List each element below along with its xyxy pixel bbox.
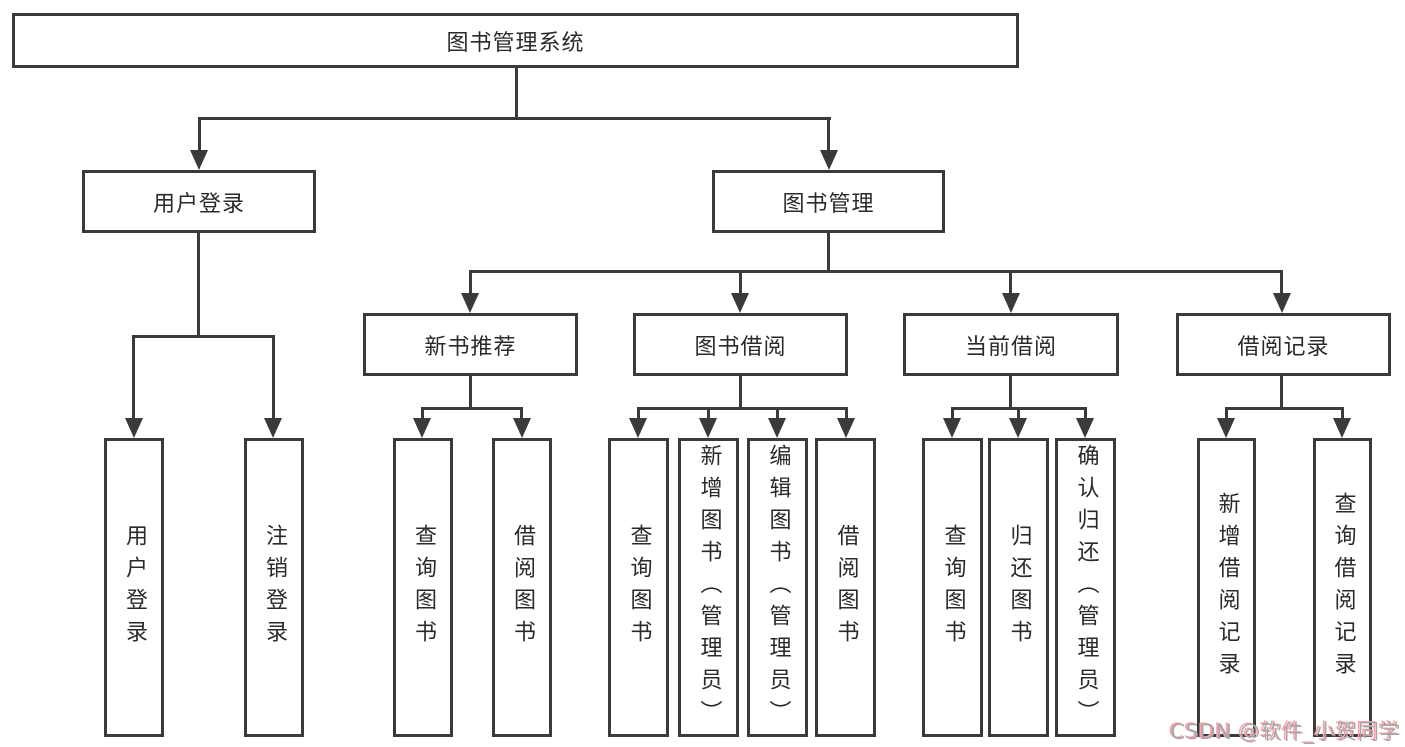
node-borrow-query-books: 查询图书 bbox=[608, 438, 669, 737]
connector-cb-return-drop bbox=[1017, 407, 1020, 422]
connector-logout-drop bbox=[272, 335, 275, 422]
arrowhead-cb-confirm bbox=[1076, 418, 1094, 438]
node-logout: 注销登录 bbox=[244, 438, 304, 737]
connector-level3-bar bbox=[469, 270, 1283, 273]
arrowhead-bb-query bbox=[629, 418, 647, 438]
arrowhead-cb-query bbox=[943, 418, 961, 438]
node-library-management-system: 图书管理系统 bbox=[12, 13, 1019, 68]
arrowhead-bb-borrow bbox=[837, 418, 855, 438]
connector-book-mgmt-drop bbox=[827, 117, 830, 154]
arrowhead-book-mgmt bbox=[820, 150, 838, 170]
connector-bb-borrow-drop bbox=[845, 407, 848, 422]
arrowhead-cb-return bbox=[1009, 418, 1027, 438]
node-book-management: 图书管理 bbox=[712, 170, 945, 233]
arrowhead-user-login bbox=[190, 150, 208, 170]
arrowhead-login-action bbox=[125, 418, 143, 438]
connector-bb-query-drop bbox=[637, 407, 640, 422]
connector-recommend-bar bbox=[421, 407, 523, 410]
connector-cb-confirm-drop bbox=[1084, 407, 1087, 422]
node-new-book-recommend: 新书推荐 bbox=[363, 313, 578, 376]
connector-current-drop bbox=[1009, 270, 1012, 297]
arrowhead-logout bbox=[264, 418, 282, 438]
connector-user-login-bar bbox=[132, 335, 275, 338]
node-user-login: 用户登录 bbox=[82, 170, 316, 233]
node-borrow-add-books-admin: 新增图书（管理员） bbox=[678, 438, 739, 737]
connector-user-login-stem bbox=[197, 233, 200, 338]
arrowhead-bb-add bbox=[699, 418, 717, 438]
node-borrow-edit-books-admin: 编辑图书（管理员） bbox=[747, 438, 808, 737]
connector-records-bar bbox=[1225, 407, 1344, 410]
arrowhead-br-query bbox=[1333, 418, 1351, 438]
arrowhead-current bbox=[1002, 293, 1020, 313]
connector-borrowing-bar bbox=[637, 407, 848, 410]
connector-book-mgmt-stem bbox=[827, 233, 830, 273]
connector-bb-edit-drop bbox=[776, 407, 779, 422]
arrowhead-rec-query bbox=[413, 418, 431, 438]
connector-records-drop bbox=[1280, 270, 1283, 297]
arrowhead-bb-edit bbox=[768, 418, 786, 438]
connector-borrowing-stem bbox=[739, 376, 742, 410]
connector-login-action-drop bbox=[132, 335, 135, 422]
node-current-borrowing: 当前借阅 bbox=[903, 313, 1119, 376]
connector-br-add-drop bbox=[1225, 407, 1228, 422]
node-current-query-books: 查询图书 bbox=[922, 438, 983, 737]
node-recommend-query-books: 查询图书 bbox=[393, 438, 453, 737]
connector-recommend-stem bbox=[469, 376, 472, 410]
node-book-borrowing: 图书借阅 bbox=[633, 313, 848, 376]
arrowhead-borrowing bbox=[731, 293, 749, 313]
arrowhead-rec-borrow bbox=[513, 418, 531, 438]
connector-recommend-drop bbox=[469, 270, 472, 297]
node-records-query-record: 查询借阅记录 bbox=[1313, 438, 1372, 737]
connector-current-stem bbox=[1009, 376, 1012, 410]
arrowhead-records bbox=[1273, 293, 1291, 313]
connector-rec-query-drop bbox=[421, 407, 424, 422]
connector-bb-add-drop bbox=[707, 407, 710, 422]
node-borrowing-records: 借阅记录 bbox=[1176, 313, 1391, 376]
connector-rec-borrow-drop bbox=[520, 407, 523, 422]
connector-cb-query-drop bbox=[951, 407, 954, 422]
node-borrow-borrow-books: 借阅图书 bbox=[815, 438, 876, 737]
arrowhead-recommend bbox=[461, 293, 479, 313]
node-user-login-action: 用户登录 bbox=[104, 438, 164, 737]
node-current-confirm-return-admin: 确认归还（管理员） bbox=[1055, 438, 1116, 737]
connector-user-login-drop bbox=[198, 117, 201, 154]
node-records-add-record: 新增借阅记录 bbox=[1197, 438, 1256, 737]
connector-borrowing-drop bbox=[739, 270, 742, 297]
arrowhead-br-add bbox=[1217, 418, 1235, 438]
connector-level2-bar bbox=[198, 117, 831, 120]
node-recommend-borrow-books: 借阅图书 bbox=[492, 438, 552, 737]
connector-br-query-drop bbox=[1341, 407, 1344, 422]
csdn-watermark: CSDN @软件_小贺同学 bbox=[1170, 720, 1401, 744]
node-current-return-books: 归还图书 bbox=[988, 438, 1049, 737]
connector-records-stem bbox=[1280, 376, 1283, 410]
connector-root-stem bbox=[515, 68, 518, 120]
